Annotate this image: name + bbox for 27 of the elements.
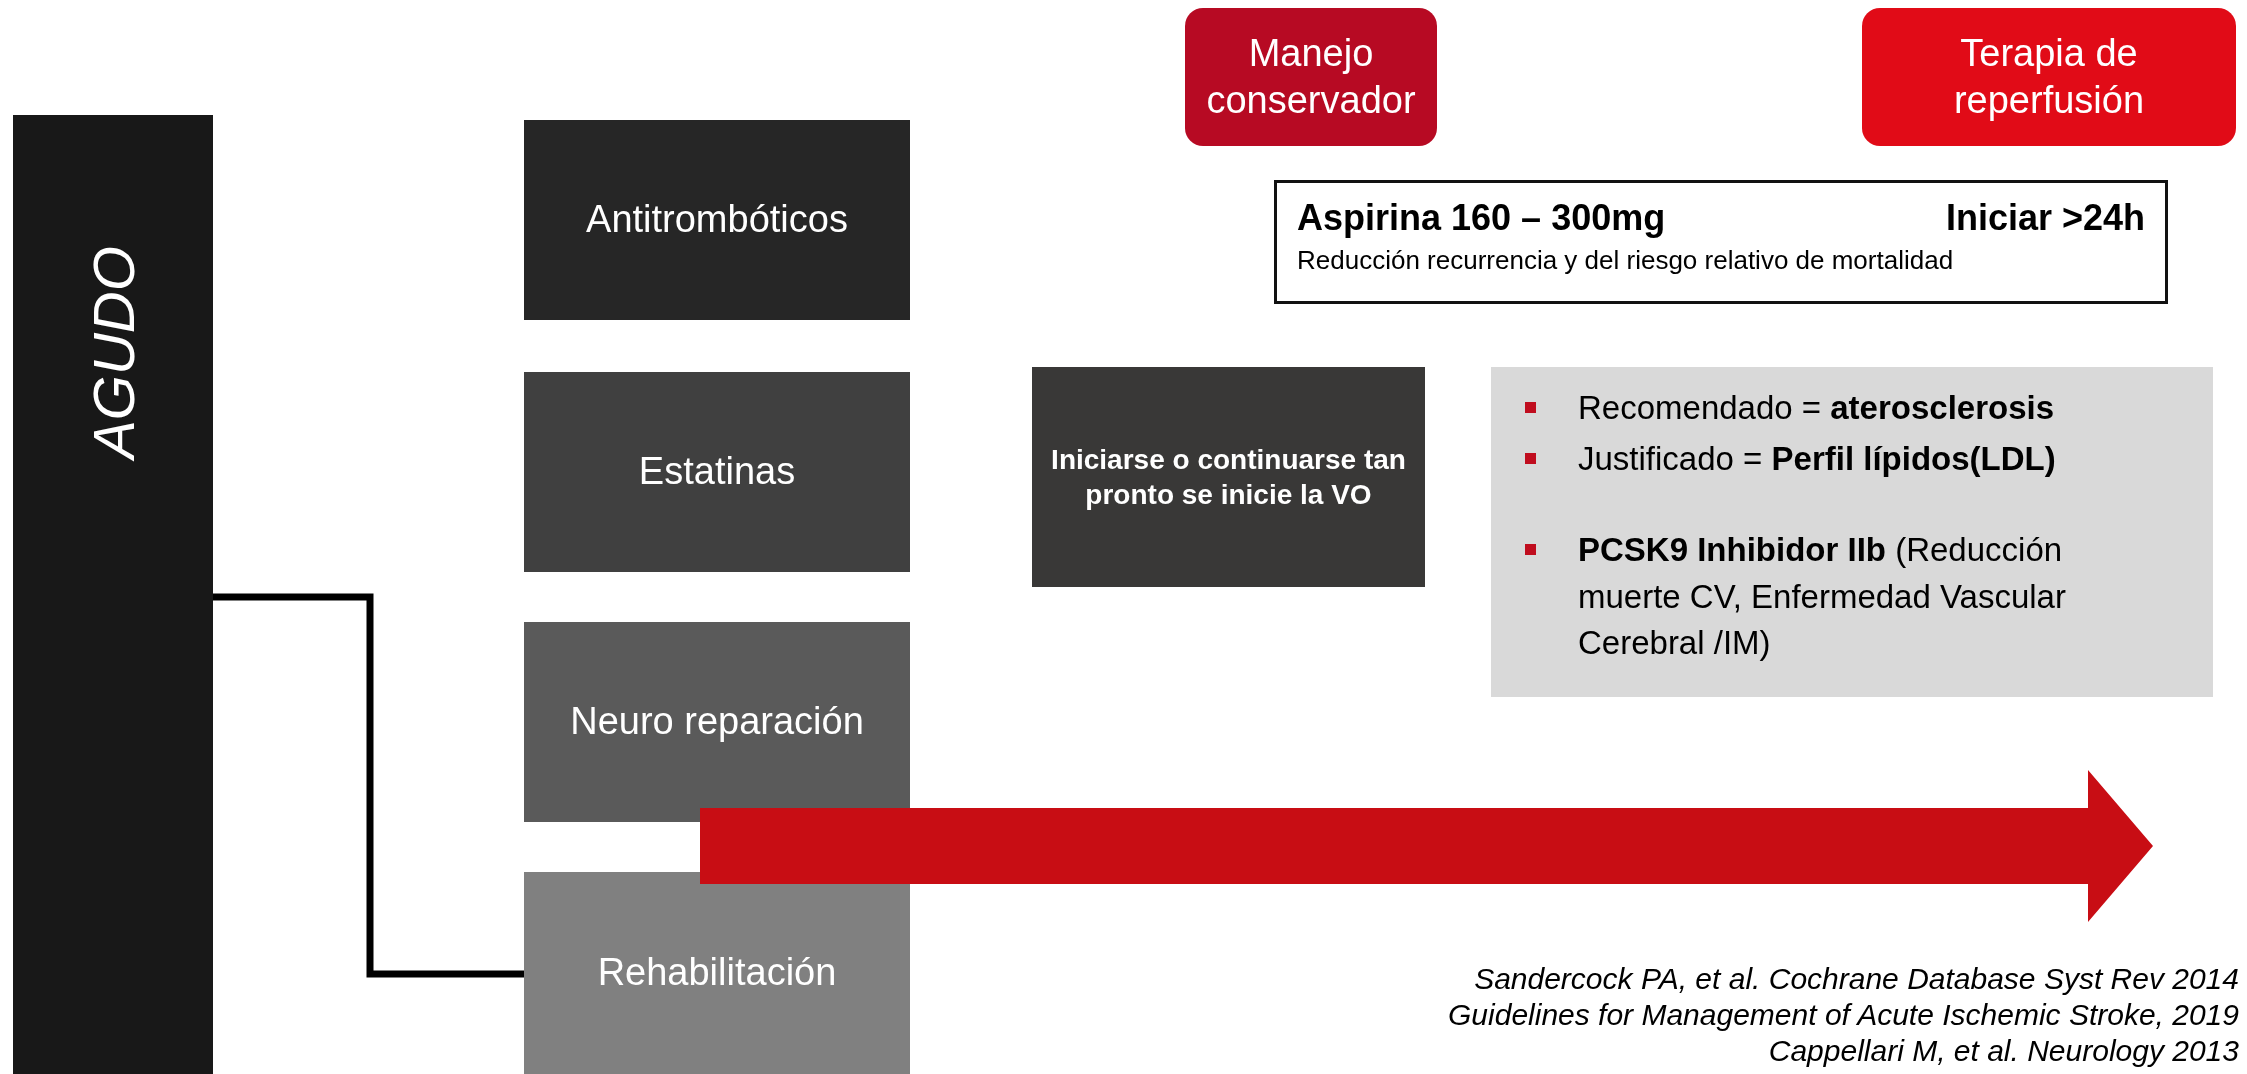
heading-text: Aspirina 160 – 300mg — [1297, 197, 1666, 239]
info-panel — [1491, 367, 2213, 697]
citation-text: Guidelines for Management of Acute Ischemic Stroke, 2019 — [1447, 998, 2239, 1032]
category-box — [524, 622, 910, 822]
box-label: Antitrombóticos — [585, 197, 849, 243]
citation-text: Cappellari M, et al. Neurology 2013 — [1767, 1034, 2239, 1068]
info-box — [1274, 180, 2168, 304]
description-text: Reducción recurrencia y del riesgo relativo de mortalidad — [1297, 245, 1955, 276]
heading-text: Iniciar >24h — [1945, 197, 2145, 239]
bullet-text: Recomendado = aterosclerosis — [1578, 388, 2056, 428]
box-label: Rehabilitación — [596, 950, 838, 996]
box-label: Terapia de reperfusión — [1952, 30, 2146, 123]
category-box — [524, 120, 910, 320]
connector-line — [213, 593, 524, 978]
bullet-text: Justificado = Perfil lípidos(LDL) — [1578, 438, 2057, 479]
box-label: Neuro reparación — [569, 699, 865, 745]
header-box — [1862, 8, 2236, 146]
header-box — [1185, 8, 1437, 146]
box-label: Estatinas — [637, 449, 797, 495]
citation-text: Sandercock PA, et al. Cochrane Database Syst Rev 2014 — [1473, 962, 2239, 996]
phase-bar — [13, 115, 213, 1074]
category-box — [524, 872, 910, 1074]
box-label: Iniciarse o continuarse tan pronto se inicie la VO — [1050, 443, 1407, 512]
bullet-text: PCSK9 Inhibidor IIb (Reducción muerte CV, Enfermedad Vascular Cerebral /IM) — [1578, 529, 2067, 664]
box-label: Manejo conservador — [1205, 30, 1417, 123]
note-box — [1032, 367, 1425, 587]
category-box — [524, 372, 910, 572]
